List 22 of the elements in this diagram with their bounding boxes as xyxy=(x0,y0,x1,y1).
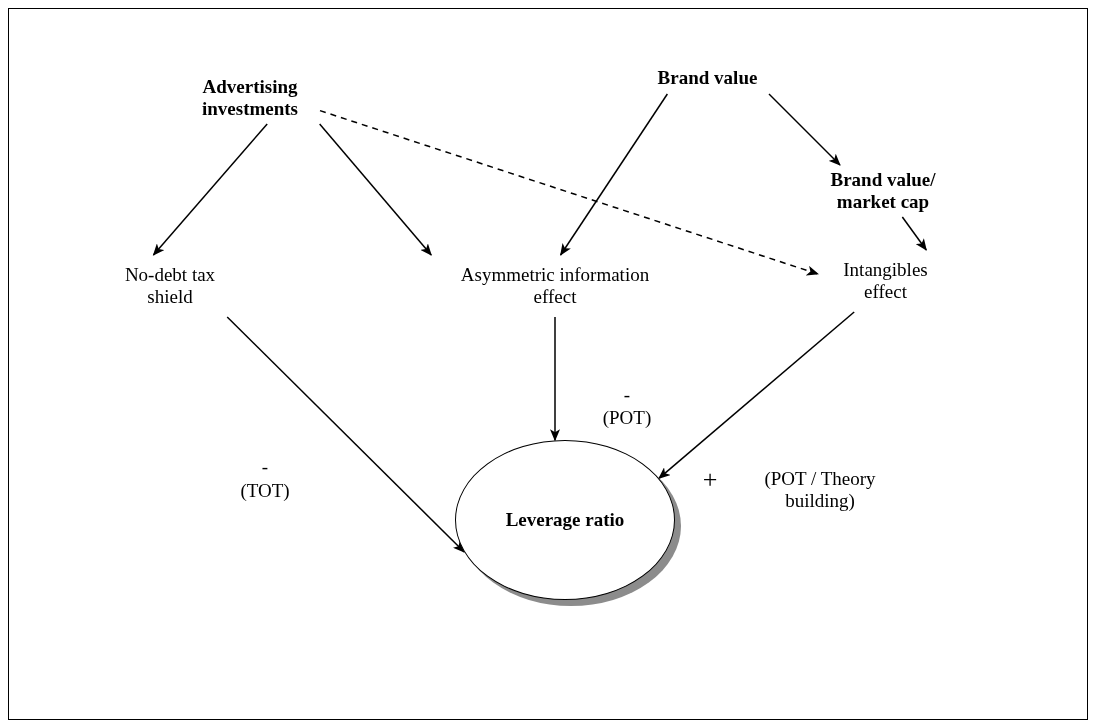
sign-label: (POT) xyxy=(601,407,653,429)
dashed-arrow xyxy=(319,109,819,276)
arrow xyxy=(901,216,928,251)
arrow xyxy=(318,123,432,256)
sign-label: (POT / Theory building) xyxy=(763,468,877,512)
node-label: Intangibles effect xyxy=(842,259,929,303)
sign-label: (TOT) xyxy=(239,480,291,502)
arrow xyxy=(768,93,841,166)
node-label: Brand value/ market cap xyxy=(829,169,937,213)
sign-label: + xyxy=(701,469,719,491)
arrow xyxy=(658,311,855,480)
arrow xyxy=(559,93,669,256)
arrow xyxy=(226,316,465,553)
arrow xyxy=(550,316,560,442)
arrow xyxy=(152,123,268,256)
node-label: Advertising investments xyxy=(200,76,300,120)
node-label: Leverage ratio xyxy=(505,509,625,531)
node-label: Brand value xyxy=(657,67,758,89)
sign-label: - xyxy=(622,384,632,406)
node-label: Asymmetric information effect xyxy=(460,264,650,308)
sign-label: - xyxy=(260,456,270,478)
node-label: No-debt tax shield xyxy=(123,264,217,308)
